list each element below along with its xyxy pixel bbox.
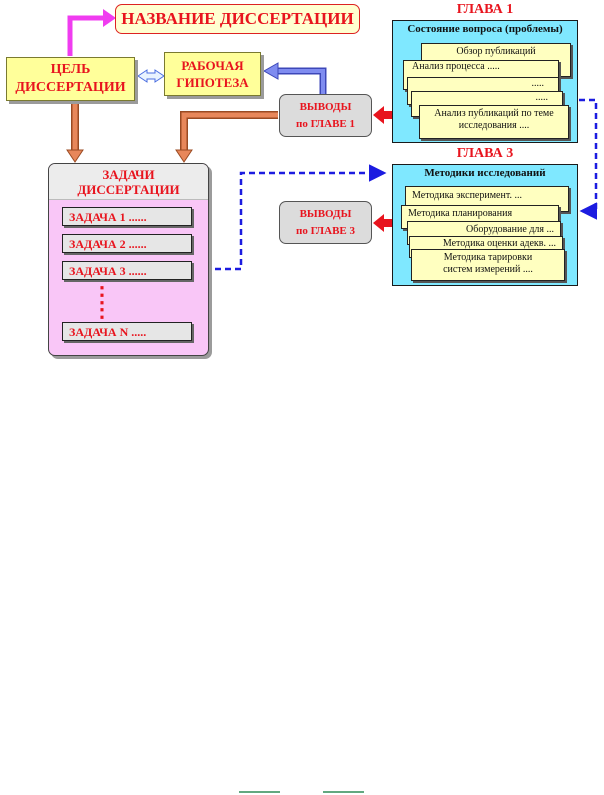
hypothesis-line-1: РАБОЧАЯ [181, 58, 244, 73]
task-item: ЗАДАЧА N ..... [62, 322, 192, 341]
goal-line-1: ЦЕЛЬ [50, 62, 91, 77]
chapter1-heading: Состояние вопроса (проблемы) [407, 23, 563, 35]
chapter1-panel: Состояние вопроса (проблемы) Обзор публи… [392, 20, 578, 143]
dissertation-title-box: НАЗВАНИЕ ДИССЕРТАЦИИ [115, 4, 360, 34]
ellipsis-glyph: ⋮ [91, 282, 113, 307]
goal-to-title-arrow [67, 15, 104, 56]
dissertation-title: НАЗВАНИЕ ДИССЕРТАЦИИ [121, 9, 354, 28]
chapter3-panel: Методики исследований Методика экспериме… [392, 164, 578, 286]
goal-hypothesis-double-arrow [137, 69, 165, 83]
chapter1-to-conclusions-arrow [373, 106, 392, 124]
conclusions-chapter1-box: ВЫВОДЫ по ГЛАВЕ 1 [279, 94, 372, 137]
conclusions1-line-2: по ГЛАВЕ 1 [296, 118, 355, 130]
conclusions-to-tasks-arrow [175, 111, 278, 163]
tasks-heading-line-1: ЗАДАЧИ [102, 167, 155, 182]
task-item: ЗАДАЧА 3 ...... [62, 261, 192, 280]
conclusions-chapter3-box: ВЫВОДЫ по ГЛАВЕ 3 [279, 201, 372, 244]
tasks-heading-line-2: ДИССЕРТАЦИИ [77, 182, 180, 197]
goal-line-2: ДИССЕРТАЦИИ [15, 80, 126, 95]
chapter1-to-chapter3-dashed-link [579, 98, 598, 220]
chapter3-card: Методика тарировки систем измерений .... [411, 249, 565, 281]
tasks-heading: ЗАДАЧИ ДИССЕРТАЦИИ [49, 164, 208, 200]
chapter1-card: Анализ публикаций по теме исследования .… [419, 105, 569, 139]
conclusions3-line-2: по ГЛАВЕ 3 [296, 225, 355, 237]
dissertation-goal-box: ЦЕЛЬ ДИССЕРТАЦИИ [6, 57, 135, 101]
goal-to-title-arrowhead [103, 9, 116, 27]
conclusions1-line-1: ВЫВОДЫ [299, 101, 352, 113]
working-hypothesis-box: РАБОЧАЯ ГИПОТЕЗА [164, 52, 261, 96]
chapter3-heading: Методики исследований [424, 167, 546, 179]
conclusions3-line-1: ВЫВОДЫ [299, 208, 352, 220]
chapter3-title: ГЛАВА 3 [456, 146, 514, 161]
task-item: ЗАДАЧА 2 ...... [62, 234, 192, 253]
task-item: ЗАДАЧА 1 ...... [62, 207, 192, 226]
hypothesis-line-2: ГИПОТЕЗА [176, 75, 249, 90]
dissertation-tasks-box: ЗАДАЧИ ДИССЕРТАЦИИ ЗАДАЧА 1 ...... ЗАДАЧ… [48, 163, 209, 356]
chapter3-to-conclusions-arrow [373, 214, 392, 232]
conclusions-to-hypothesis-arrow [262, 62, 327, 94]
chapter1-title: ГЛАВА 1 [456, 2, 514, 17]
goal-to-tasks-arrow [66, 102, 84, 163]
task3-to-chapter3-dashed-link [195, 164, 387, 271]
